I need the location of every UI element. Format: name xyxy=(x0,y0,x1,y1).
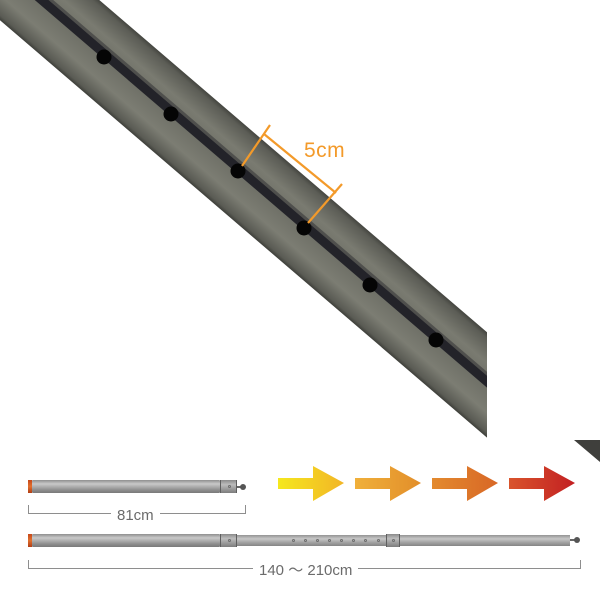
adjustment-hole xyxy=(328,539,331,542)
adjustment-hole xyxy=(364,539,367,542)
adjustment-hole xyxy=(316,539,319,542)
pole-tip xyxy=(574,537,580,543)
pole-middle-section xyxy=(237,535,386,546)
adjustment-hole xyxy=(292,539,295,542)
arrow-right-icon-4 xyxy=(509,466,575,501)
adjustment-hole xyxy=(304,539,307,542)
pole-closeup-illustration xyxy=(0,0,487,440)
adjustment-hole xyxy=(340,539,343,542)
pole-corner-fragment-icon xyxy=(574,440,600,462)
adjustment-hole xyxy=(352,539,355,542)
collar-hole xyxy=(228,485,231,488)
pole-collar xyxy=(386,534,400,547)
end-cap xyxy=(28,534,32,547)
extended-length-label: 140 ～ 210cm xyxy=(253,563,359,579)
dimension-marker-5cm xyxy=(241,124,343,224)
collapsed-length-label: 81cm xyxy=(111,508,160,524)
adjustment-holes xyxy=(96,49,444,348)
arrow-right-icon-3 xyxy=(432,466,498,501)
end-cap xyxy=(28,480,32,493)
tip-stem xyxy=(237,486,242,488)
tip-stem xyxy=(570,539,575,541)
pole-tip xyxy=(240,484,246,490)
pole-outer-section xyxy=(32,534,220,547)
pole-body xyxy=(32,480,220,493)
pole-inner-section xyxy=(400,535,570,546)
arrow-right-icon-1 xyxy=(278,466,344,501)
collar-hole xyxy=(392,539,395,542)
adjustment-hole xyxy=(377,539,380,542)
collar-hole xyxy=(228,539,231,542)
arrow-right-icon-2 xyxy=(355,466,421,501)
hole-spacing-label: 5cm xyxy=(304,139,346,162)
